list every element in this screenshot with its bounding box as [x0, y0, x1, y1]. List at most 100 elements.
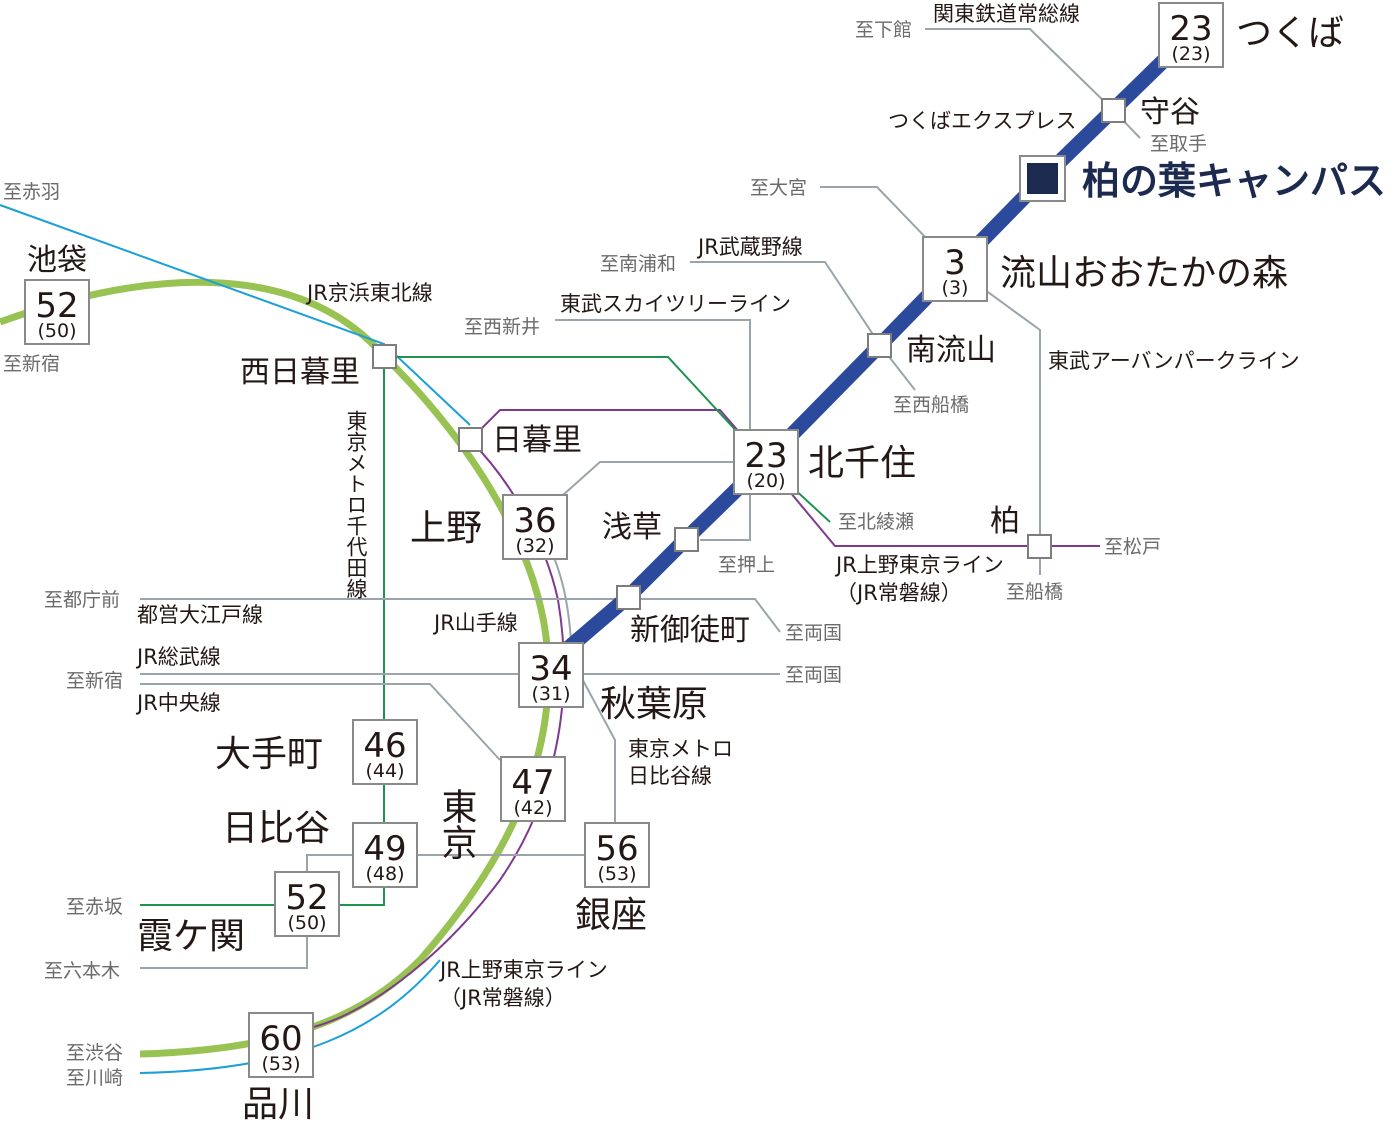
dest-funabashi: 至船橋 [1006, 581, 1063, 603]
station-name-shinagawa: 品川 [242, 1084, 314, 1125]
dest-toride: 至取手 [1150, 133, 1207, 155]
ikebukuro-time-sub: (50) [37, 320, 76, 342]
time-box-tsukuba: 23 (23) [1158, 2, 1224, 68]
line-name-tsukuba-express: つくばエクスプレス [888, 109, 1076, 133]
station-name-ueno: 上野 [410, 508, 482, 549]
dest-shinjuku-ikebukuro: 至新宿 [3, 353, 60, 375]
dest-tochomae: 至都庁前 [44, 589, 120, 611]
station-name-minaminagareyama: 南流山 [906, 333, 996, 368]
station-name-asakusa: 浅草 [602, 510, 662, 545]
line-name-metro-hibiya-2: 日比谷線 [628, 764, 712, 788]
keihin-tohoku-line-south [139, 959, 441, 1074]
kanto-joso-line [925, 28, 1141, 139]
station-name-nagareyama-otakanomori: 流山おおたかの森 [1000, 253, 1288, 294]
akihabara-time-sub: (31) [531, 683, 570, 705]
asakusa-node [674, 527, 699, 552]
dest-minamiurawa: 至南浦和 [600, 253, 676, 275]
tokyo-time: 47 [511, 763, 554, 803]
line-name-metro-hibiya-1: 東京メトロ [628, 737, 733, 761]
kashiwa-node [1027, 534, 1052, 559]
station-name-layer: つくば 守谷 柏の葉キャンパス 流山おおたかの森 南流山 北千住 柏 浅草 新御… [27, 13, 1386, 1125]
dest-shinjuku-sobu: 至新宿 [66, 670, 123, 692]
otemachi-time: 46 [363, 726, 406, 766]
home-marker [1019, 155, 1066, 202]
kasumigaseki-time-sub: (50) [287, 912, 326, 934]
minaminagareyama-node [867, 333, 892, 358]
station-name-kasumigaseki: 霞ケ関 [137, 916, 245, 957]
musashino-line [690, 261, 916, 391]
station-name-ginza: 銀座 [575, 895, 647, 936]
filled-square-icon [1027, 163, 1058, 194]
destination-layer: 至下館 至取手 至大宮 至南浦和 至西新井 至西船橋 至北綾瀬 至押上 至松戸 … [3, 19, 1207, 1089]
ueno-time: 36 [513, 501, 556, 541]
dest-omiya: 至大宮 [750, 177, 807, 199]
time-box-ikebukuro: 52 (50) [24, 279, 90, 345]
moriya-node [1101, 98, 1126, 123]
dest-nishifunabashi: 至西船橋 [893, 394, 969, 416]
line-name-jr-yamanote: JR山手線 [432, 611, 518, 635]
line-name-jr-ueno-tokyo: JR上野東京ライン [834, 553, 1004, 577]
station-name-moriya: 守谷 [1140, 95, 1200, 130]
station-name-akihabara: 秋葉原 [600, 684, 708, 725]
line-name-metro-chiyoda: 東京メトロ千代田線 [344, 410, 368, 599]
ueno-time-sub: (32) [515, 535, 554, 557]
dest-akabane: 至赤羽 [3, 181, 60, 203]
line-name-jr-joban-south: （JR常磐線） [440, 986, 566, 1010]
dest-kawasaki: 至川崎 [66, 1067, 123, 1089]
station-name-hibiya: 日比谷 [222, 808, 330, 849]
ginza-time-sub: (53) [597, 863, 636, 885]
yamanote-line [0, 278, 552, 1058]
dest-shibuya: 至渋谷 [66, 1042, 123, 1064]
station-name-tokyo: 東京 [436, 788, 477, 860]
tokyo-time-sub: (42) [513, 797, 552, 819]
line-name-oedo: 都営大江戸線 [137, 603, 263, 627]
line-name-jr-ueno-tokyo-south: JR上野東京ライン [438, 958, 608, 982]
line-name-tobu-skytree: 東武スカイツリーライン [560, 292, 791, 316]
station-name-nishinippori: 西日暮里 [240, 355, 360, 390]
station-name-kitasenju: 北千住 [808, 443, 916, 484]
dest-ryogoku-oedo: 至両国 [785, 622, 842, 644]
line-name-tobu-urbanpark: 東武アーバンパークライン [1048, 349, 1300, 373]
time-box-ginza: 56 (53) [584, 822, 650, 888]
line-name-jr-joban: （JR常磐線） [836, 581, 962, 605]
tsukuba-time: 23 [1169, 9, 1212, 49]
nagareyama-time-sub: (3) [942, 277, 969, 299]
line-name-jr-musashino: JR武蔵野線 [696, 235, 803, 259]
nagareyama-time: 3 [944, 243, 966, 283]
ginza-time: 56 [595, 829, 638, 869]
line-name-jr-sobu: JR総武線 [135, 645, 221, 669]
chuo-line [140, 683, 501, 761]
hibiya-time: 49 [363, 829, 406, 869]
dest-roppongi: 至六本木 [44, 960, 120, 982]
dest-ryogoku-sobu: 至両国 [785, 664, 842, 686]
line-name-layer: 関東鉄道常総線 つくばエクスプレス JR武蔵野線 東武スカイツリーライン 東武ア… [135, 2, 1300, 1010]
dest-akasaka: 至赤坂 [66, 896, 123, 918]
time-box-otemachi: 46 (44) [352, 719, 418, 785]
kasumigaseki-time: 52 [285, 878, 328, 918]
hibiya-time-sub: (48) [365, 863, 404, 885]
station-name-kashiwa: 柏 [990, 504, 1020, 539]
time-box-hibiya: 49 (48) [352, 822, 418, 888]
kitasenju-time: 23 [744, 436, 787, 476]
otemachi-time-sub: (44) [365, 760, 404, 782]
oedo-line [140, 598, 781, 633]
time-box-ueno: 36 (32) [502, 494, 568, 560]
station-name-shinokachimachi: 新御徒町 [630, 613, 750, 648]
line-name-jr-keihin-tohoku: JR京浜東北線 [305, 281, 433, 305]
shinokachimachi-node [616, 585, 641, 610]
shinagawa-time-sub: (53) [261, 1053, 300, 1075]
node-layer [372, 98, 1126, 610]
ueno-tokyo-line [299, 409, 1100, 1031]
time-box-kitasenju: 23 (20) [733, 429, 799, 495]
dest-shimodate: 至下館 [855, 19, 912, 41]
station-name-kashiwanoha-campus: 柏の葉キャンパス [1082, 159, 1386, 203]
station-name-ikebukuro: 池袋 [27, 243, 87, 278]
time-box-akihabara: 34 (31) [518, 642, 584, 708]
nishinippori-node [372, 344, 397, 369]
station-name-otemachi: 大手町 [215, 734, 323, 775]
time-box-tokyo: 47 (42) [500, 756, 566, 822]
station-name-tsukuba: つくば [1236, 13, 1344, 54]
line-name-jr-chuo: JR中央線 [135, 691, 221, 715]
dest-matsudo: 至松戸 [1104, 536, 1161, 558]
